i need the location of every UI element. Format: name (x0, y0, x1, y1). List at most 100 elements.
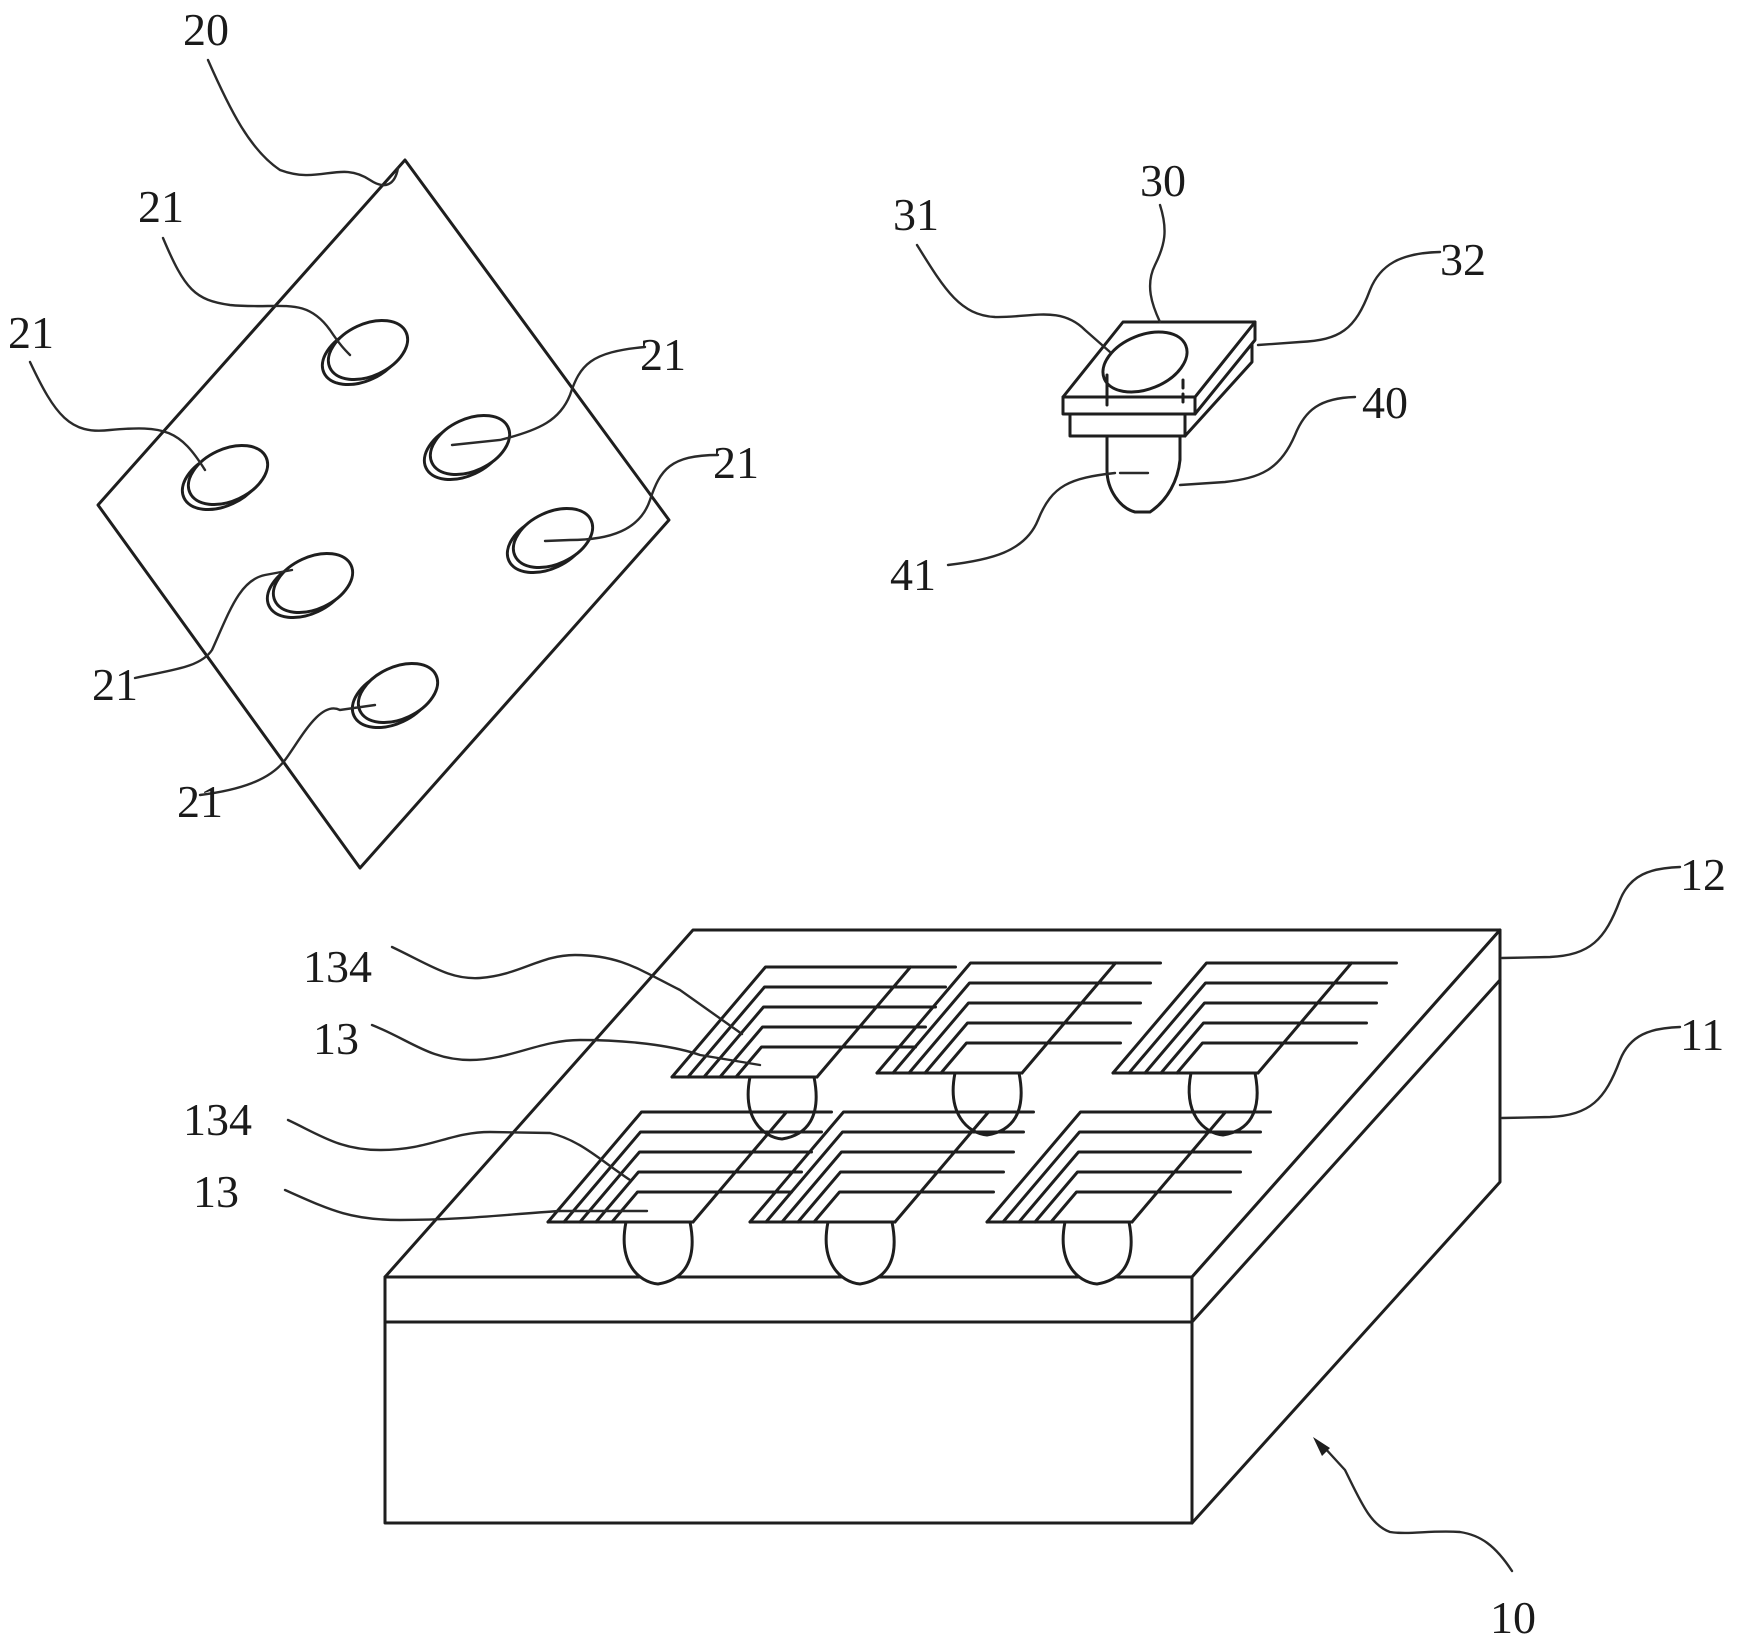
label-21-a: 21 (138, 181, 184, 232)
bump-top (356, 661, 440, 725)
coil-trace-134 (1111, 961, 1398, 1075)
leader-41 (946, 471, 1117, 567)
coil-trace-134 (562, 1130, 823, 1224)
bump-top (186, 443, 270, 507)
label-21-d: 21 (713, 437, 759, 488)
leader-32 (1256, 250, 1442, 347)
coil-trace-134 (939, 1041, 1122, 1075)
pad-right-edge (893, 1110, 990, 1224)
pad-13 (1111, 961, 1398, 1137)
leader-134-row2 (286, 1118, 632, 1182)
leader-31 (915, 243, 1112, 354)
bump-top (326, 318, 410, 382)
bump-top (428, 413, 512, 477)
plate-bump-21 (320, 318, 410, 387)
plate-bump-21 (505, 506, 595, 575)
coil-trace-134 (686, 985, 947, 1079)
leader-21-bottom2 (198, 703, 377, 797)
component-30 (1061, 320, 1257, 514)
coil-trace-134 (875, 961, 1162, 1075)
label-21-c: 21 (640, 329, 686, 380)
pad-right-edge (1020, 961, 1117, 1075)
coil-trace-134 (1001, 1130, 1262, 1224)
leader-21-right1 (450, 345, 647, 447)
label-13-row2: 13 (193, 1166, 239, 1217)
label-12: 12 (1680, 849, 1726, 900)
leader-13-row1 (370, 1023, 762, 1067)
coil-trace-134 (891, 981, 1152, 1075)
coil-trace-134 (546, 1110, 833, 1224)
pad-right-edge (691, 1110, 788, 1224)
pad-bump (1061, 1221, 1133, 1286)
pad-13 (748, 1110, 1035, 1286)
pad-right-edge (815, 965, 912, 1079)
plate-bump-group (180, 318, 595, 730)
leader-40 (1178, 395, 1357, 487)
plate-bump-21 (350, 661, 440, 730)
leader-11 (1500, 1025, 1682, 1120)
leader-134-row1 (390, 945, 744, 1036)
label-20: 20 (183, 4, 229, 55)
leader-21-bottom1 (133, 568, 294, 680)
plate-bump-21 (422, 413, 512, 482)
coil-trace-134 (812, 1190, 995, 1224)
label-30: 30 (1140, 155, 1186, 206)
coil-trace-134 (594, 1170, 803, 1224)
substrate-leaders (283, 865, 1682, 1573)
coil-trace-134 (1159, 1021, 1368, 1075)
coil-trace-134 (923, 1021, 1132, 1075)
label-10: 10 (1490, 1592, 1536, 1642)
leader-21-right2 (543, 453, 720, 543)
label-134-row2: 134 (183, 1094, 252, 1145)
coil-trace-134 (1127, 981, 1388, 1075)
coil-trace-134 (1175, 1041, 1358, 1075)
plate-outline (96, 158, 671, 870)
leader-30 (1148, 203, 1166, 324)
pad-array (546, 961, 1398, 1286)
coil-trace-134 (985, 1110, 1272, 1224)
plate-bump-21 (180, 443, 270, 512)
pad-bump (824, 1221, 896, 1286)
label-11: 11 (1680, 1009, 1724, 1060)
bump-top (511, 506, 595, 570)
coil-trace-134 (1033, 1170, 1242, 1224)
pad-13 (546, 1110, 833, 1286)
leader-20 (206, 58, 400, 187)
layer-boundary-side (1190, 978, 1502, 1324)
label-21-f: 21 (177, 776, 223, 827)
substrate-10 (383, 928, 1502, 1525)
pad-bump (951, 1072, 1023, 1137)
coil-trace-134 (764, 1130, 1025, 1224)
component-top-plate-front (1061, 395, 1197, 416)
component-lower-plate (1068, 412, 1187, 438)
coil-trace-134 (734, 1045, 917, 1079)
label-31: 31 (893, 189, 939, 240)
label-21-b: 21 (8, 307, 54, 358)
leader-21-top (161, 236, 352, 357)
pad-13 (875, 961, 1162, 1137)
pad-13 (985, 1110, 1272, 1286)
labels: 20 21 21 21 21 21 21 30 31 32 40 41 12 1… (8, 4, 1726, 1643)
bump-31 (1101, 330, 1189, 394)
plate-bump-21 (265, 551, 355, 620)
label-32: 32 (1440, 234, 1486, 285)
label-40: 40 (1362, 377, 1408, 428)
leader-10 (1321, 1444, 1514, 1573)
label-13-row1: 13 (313, 1013, 359, 1064)
bump-top (271, 551, 355, 615)
arrowhead-10 (1313, 1437, 1330, 1456)
label-41: 41 (890, 549, 936, 600)
coil-trace-134 (1049, 1190, 1232, 1224)
label-134-row1: 134 (303, 941, 372, 992)
component-leaders (915, 203, 1442, 567)
pad-bump (746, 1076, 818, 1141)
plate-leaders (28, 58, 720, 797)
pad-right-edge (1130, 1110, 1227, 1224)
pad-right-edge (1256, 961, 1353, 1075)
pad-bump (1187, 1072, 1259, 1137)
coil-trace-134 (748, 1110, 1035, 1224)
leader-13-row2 (283, 1188, 649, 1222)
pad-bump (622, 1221, 694, 1286)
